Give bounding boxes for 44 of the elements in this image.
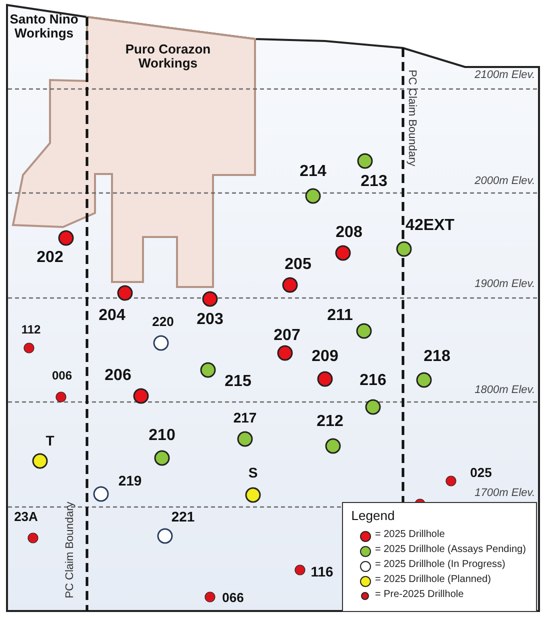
drillhole-label: 220 (152, 314, 174, 330)
workings-label: Puro Corazon Workings (124, 42, 212, 72)
elevation-label: 1700m Elev. (474, 486, 535, 500)
legend-text: = Pre-2025 Drillhole (375, 589, 464, 600)
drillhole-label: 202 (36, 249, 64, 267)
drillhole-label: 112 (21, 323, 41, 337)
drillhole-label: 42EXT (406, 217, 454, 235)
drillhole-label: 217 (233, 410, 257, 426)
drillhole-label: 208 (336, 224, 362, 242)
workings-label: Santo Nino Workings (8, 12, 80, 42)
drillhole-label: 006 (52, 369, 72, 383)
drillhole-label: 116 (310, 564, 334, 580)
drillhole-label: 210 (148, 427, 176, 445)
drillhole-label: 206 (104, 367, 132, 385)
drillhole-label: 219 (118, 473, 142, 489)
drillhole-label: 211 (327, 307, 353, 325)
drillhole-label: 204 (98, 307, 126, 325)
drillhole-label: 066 (222, 590, 244, 606)
drillhole-label: 23A (14, 510, 38, 524)
drillhole-label: T (46, 433, 54, 449)
drillhole-label: 218 (424, 348, 450, 366)
elevation-label: 2000m Elev. (474, 174, 535, 188)
legend-title: Legend (351, 508, 395, 524)
drillhole-label: 216 (360, 372, 386, 390)
drillhole-label: 212 (316, 413, 344, 431)
drillhole-label: 213 (360, 173, 388, 191)
boundary-label: PC Claim Boundary (406, 70, 418, 166)
boundary-label: PC Claim Boundary (64, 502, 76, 598)
legend-text: = 2025 Drillhole (Planned) (375, 574, 491, 585)
drillhole-label: 025 (470, 466, 492, 480)
drillhole-label: 205 (284, 256, 312, 274)
drillhole-label: 203 (196, 311, 224, 329)
drillhole-label: 215 (224, 373, 252, 391)
drillhole-label: 221 (171, 509, 195, 525)
drillhole-label: S (248, 465, 258, 481)
drillhole-label: 214 (300, 163, 326, 181)
elevation-label: 1900m Elev. (474, 278, 535, 290)
drillhole-label: 209 (312, 348, 338, 366)
legend-text: = 2025 Drillhole (Assays Pending) (375, 544, 526, 555)
legend-text: = 2025 Drillhole (375, 529, 445, 540)
drillhole-label: 207 (274, 327, 300, 345)
legend-text: = 2025 Drillhole (In Progress) (375, 559, 506, 570)
elevation-label: 1800m Elev. (474, 384, 535, 396)
elevation-label: 2100m Elev. (474, 68, 535, 82)
